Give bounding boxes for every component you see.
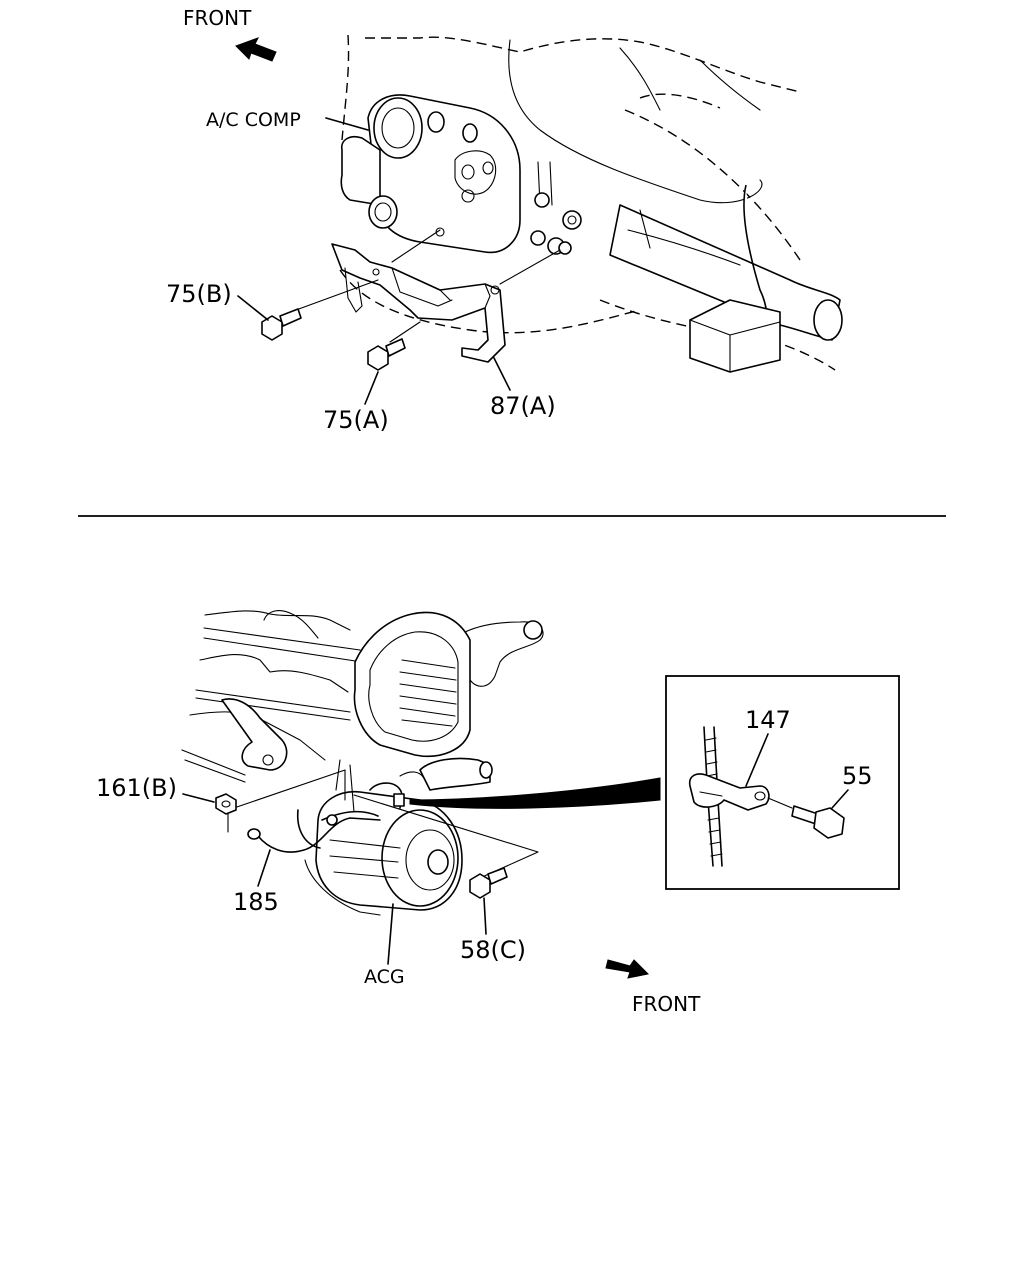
callout-147: 147 (745, 706, 791, 734)
top-assembly-lines (295, 229, 561, 343)
bottom-view: 161(B) 185 ACG 58(C) FRONT 147 (96, 610, 900, 1016)
leader-58c (483, 897, 487, 935)
callout-75b: 75(B) (166, 280, 232, 308)
bolt-58c (469, 867, 508, 899)
nut-161b (215, 793, 237, 815)
detail-pointer (409, 777, 661, 809)
engine-outline-dashed (341, 34, 801, 261)
wire-185 (247, 782, 405, 853)
bolt-75a (367, 338, 406, 371)
bottom-front-label: FRONT (632, 992, 701, 1016)
ac-comp-label: A/C COMP (206, 109, 301, 131)
bolt-75b (261, 308, 302, 341)
callout-161b: 161(B) (96, 774, 177, 802)
callout-58c: 58(C) (460, 936, 526, 964)
callout-87a: 87(A) (490, 392, 556, 420)
callout-185: 185 (233, 888, 279, 916)
bottom-front-arrow-icon (605, 959, 650, 979)
leader-75b (237, 295, 269, 321)
top-view: FRONT A/C COMP (166, 6, 843, 434)
leader-75a (364, 371, 379, 405)
ac-comp-leader (325, 117, 369, 131)
callout-75a: 75(A) (323, 406, 389, 434)
link-hardware (530, 161, 582, 255)
leader-185 (257, 849, 271, 887)
bracket-87a (331, 243, 506, 363)
ac-compressor (340, 94, 521, 254)
leader-147 (745, 733, 769, 787)
engine-outline-solid (508, 39, 763, 204)
pipe-assembly (609, 184, 843, 373)
acg-label: ACG (364, 966, 405, 988)
detail-inset: 147 55 (665, 675, 900, 890)
leader-55 (831, 789, 849, 809)
leader-161b (182, 793, 215, 803)
callout-55: 55 (842, 762, 873, 790)
alternator (304, 757, 493, 916)
leader-87a (493, 357, 511, 391)
cylinder-head (181, 610, 363, 783)
leader-acg (387, 903, 394, 965)
timing-cover (353, 611, 544, 757)
top-front-arrow-icon (235, 37, 277, 62)
top-front-label: FRONT (183, 6, 252, 30)
